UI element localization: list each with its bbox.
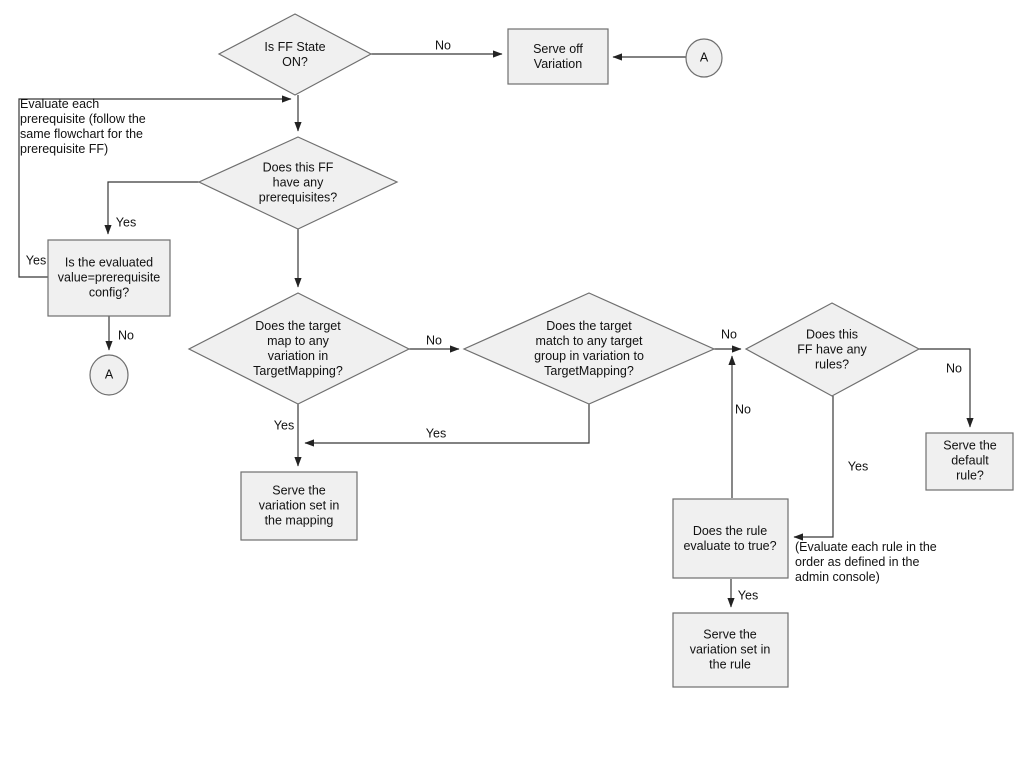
connector-a-top-shape <box>685 38 723 78</box>
decision-target-matches-group-label: Does the target match to any target grou… <box>534 319 644 378</box>
edge-label-targetmap-no: No <box>426 333 442 348</box>
decision-has-rules-label: Does this FF have any rules? <box>797 327 867 372</box>
edge-prereq-yes-to-evaluated <box>104 181 199 235</box>
annotation-prerequisite-note: Evaluate each prerequisite (follow the s… <box>20 97 146 156</box>
process-serve-variation-mapping-shape <box>240 471 358 541</box>
edge-label-rule-true-yes: Yes <box>737 588 759 603</box>
process-evaluated-value-shape <box>47 239 171 317</box>
edge-label-evaluated-no: No <box>118 328 134 343</box>
process-serve-default-rule-label: Serve the default rule? <box>943 438 997 483</box>
edge-targetgroup-yes-join <box>304 404 590 447</box>
edge-label-targetgroup-no: No <box>721 327 737 342</box>
edge-label-rules-yes: Yes <box>847 459 869 474</box>
connector-a-top-label: A <box>699 50 709 65</box>
edge-label-targetgroup-yes: Yes <box>425 426 447 441</box>
decision-target-maps-label: Does the target map to any variation in … <box>253 319 343 378</box>
process-serve-off-variation-label: Serve off Variation <box>533 42 583 71</box>
decision-target-matches-group-shape <box>462 292 716 405</box>
edge-label-ffstate-no: No <box>435 38 451 53</box>
edge-rules-yes-to-ruleeval <box>793 396 834 541</box>
process-serve-off-variation-shape <box>507 28 609 85</box>
annotation-rule-order-note: (Evaluate each rule in the order as defi… <box>795 540 937 584</box>
process-serve-variation-rule-shape <box>672 612 789 688</box>
decision-is-ff-state-on-label: Is FF State ON? <box>264 40 326 69</box>
edge-evaluated-yes-loop <box>18 95 292 278</box>
process-rule-evaluates-true-label: Does the rule evaluate to true? <box>683 524 777 553</box>
process-serve-default-rule-shape <box>925 432 1014 491</box>
process-rule-evaluates-true-shape <box>672 498 789 579</box>
edge-label-prereq-yes: Yes <box>115 215 137 230</box>
edge-label-rule-false-no: No <box>735 402 751 417</box>
edge-rules-no-to-default <box>919 348 974 428</box>
connector-a-left-label: A <box>104 367 114 382</box>
connector-a-left-shape <box>89 354 129 396</box>
decision-has-rules-shape <box>744 302 921 397</box>
edge-label-targetmap-yes: Yes <box>273 418 295 433</box>
process-evaluated-value-label: Is the evaluated value=prerequisite conf… <box>57 255 161 300</box>
process-serve-variation-rule-label: Serve the variation set in the rule <box>689 627 771 672</box>
decision-target-maps-shape <box>187 292 411 405</box>
process-serve-variation-mapping-label: Serve the variation set in the mapping <box>258 483 340 528</box>
decision-has-prerequisites-shape <box>197 136 399 230</box>
edge-label-rules-no: No <box>946 361 962 376</box>
edge-label-evaluated-yes-loop: Yes <box>25 253 47 268</box>
decision-has-prerequisites-label: Does this FF have any prerequisites? <box>258 160 338 205</box>
decision-is-ff-state-on-shape <box>217 13 373 96</box>
